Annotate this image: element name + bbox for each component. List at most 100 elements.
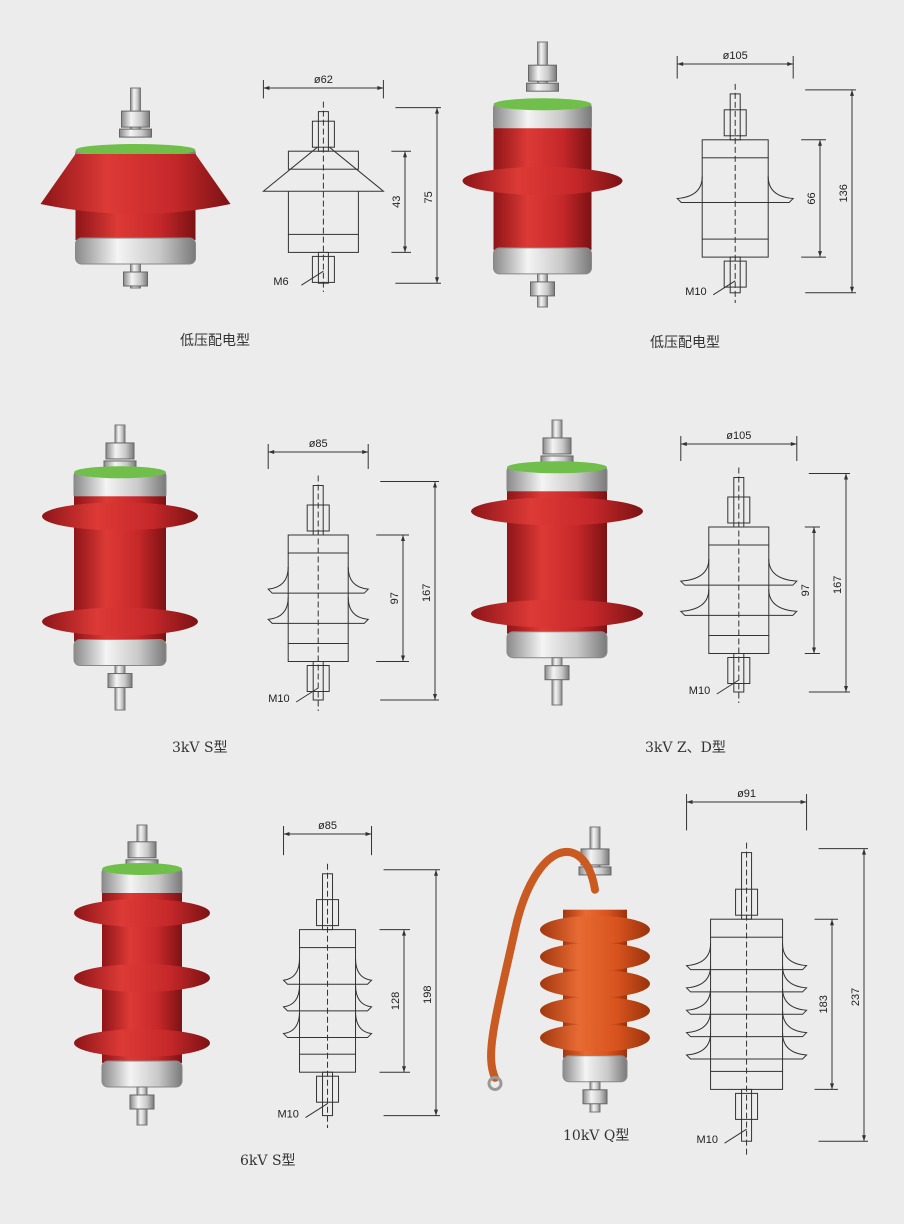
bottom-nut-icon [530, 281, 555, 297]
bottom-cap-icon [73, 639, 167, 667]
diameter-label: ø62 [314, 74, 333, 86]
shed-icon [74, 964, 210, 992]
cable-lug-icon [487, 1076, 503, 1091]
label-band-icon [507, 461, 607, 474]
cone-shed [261, 146, 385, 192]
overall-height-label: 75 [423, 191, 435, 203]
overall-height-label: 136 [838, 184, 850, 202]
inner-height-label: 128 [390, 992, 402, 1010]
shed-outline [282, 1011, 373, 1039]
label-band-icon [102, 863, 182, 875]
washer-icon [119, 128, 152, 138]
cone-shed-icon [40, 154, 231, 214]
shed-outline [679, 559, 798, 586]
top-nut [723, 109, 747, 137]
top-nut-icon [528, 64, 557, 82]
bottom-nut [727, 657, 751, 684]
thread-label: M10 [685, 286, 706, 298]
top-nut-icon [127, 841, 157, 859]
inner-height-label: 43 [391, 196, 403, 208]
bottom-cap-icon [101, 1060, 183, 1088]
bottom-cap-icon [493, 247, 592, 275]
inner-height-label: 183 [818, 995, 830, 1013]
shed-outline [685, 1010, 808, 1038]
inner-height-label: 97 [389, 592, 401, 604]
overall-height-label: 167 [421, 584, 433, 602]
ground-cable-icon [487, 847, 599, 1082]
arrester-photo-4 [471, 419, 643, 706]
bottom-nut [723, 260, 747, 288]
shed-outline [685, 1033, 808, 1060]
overall-height-label: 198 [422, 986, 434, 1004]
bottom-nut [311, 255, 335, 283]
inner-height-label: 66 [806, 192, 818, 204]
washer-icon [526, 82, 559, 92]
shed-icon [540, 942, 650, 971]
shed-icon [540, 915, 650, 944]
thread-leader [301, 270, 324, 286]
caption-product-4: 3kV Z、D型 [645, 740, 726, 756]
shed-outline [267, 567, 370, 594]
top-nut-icon [121, 110, 150, 128]
bottom-nut [306, 665, 330, 692]
shed-icon [540, 996, 650, 1025]
shed-outline [685, 988, 808, 1015]
top-nut-icon [105, 442, 135, 460]
top-nut-icon [542, 437, 572, 455]
top-cap [299, 929, 357, 949]
shed-icon [462, 166, 623, 195]
diameter-label: ø105 [726, 430, 751, 442]
top-cap [710, 918, 784, 938]
shed-icon [74, 899, 210, 927]
label-band-icon [75, 144, 196, 156]
thread-leader [716, 679, 740, 695]
bottom-cap [287, 643, 349, 662]
thread-leader [295, 687, 319, 703]
top-nut [735, 888, 759, 916]
bottom-cap-icon [506, 631, 608, 659]
shed-icon [540, 969, 650, 998]
shed-icon [42, 502, 198, 531]
top-nut [316, 899, 340, 927]
bottom-cap [287, 233, 359, 253]
caption-product-1: 低压配电型 [180, 333, 250, 349]
bottom-nut-icon [107, 673, 133, 689]
bottom-cap [710, 1070, 784, 1090]
arrester-photo-3 [42, 424, 198, 711]
shed-outline [267, 597, 370, 624]
top-nut [311, 120, 335, 148]
bottom-cap [299, 1053, 357, 1073]
bottom-cap [708, 635, 770, 654]
caption-product-2: 低压配电型 [650, 335, 720, 351]
overall-height-label: 167 [832, 576, 844, 594]
thread-leader [305, 1103, 328, 1119]
top-cap [708, 526, 770, 546]
shed-icon [42, 607, 198, 636]
diameter-label: ø85 [318, 820, 337, 832]
label-band-icon [74, 466, 166, 479]
thread-label: M10 [697, 1134, 718, 1146]
diameter-label: ø91 [737, 788, 756, 800]
top-cap [287, 534, 349, 554]
shed-icon [540, 1023, 650, 1052]
label-band-icon [493, 98, 592, 111]
diameter-label: ø105 [723, 50, 748, 62]
thread-leader [712, 280, 736, 296]
shed-icon [471, 497, 643, 526]
thread-leader [724, 1128, 747, 1144]
bottom-cap-icon [562, 1055, 628, 1083]
bottom-cap [701, 238, 769, 258]
thread-label: M6 [273, 276, 288, 288]
caption-product-5: 6kV S型 [240, 1153, 296, 1169]
arrester-photo-1 [40, 87, 231, 289]
bottom-stud-icon [551, 657, 563, 706]
top-cap [701, 139, 769, 159]
shed-outline [676, 176, 795, 203]
top-stud [312, 485, 324, 536]
shed-outline [685, 965, 808, 993]
